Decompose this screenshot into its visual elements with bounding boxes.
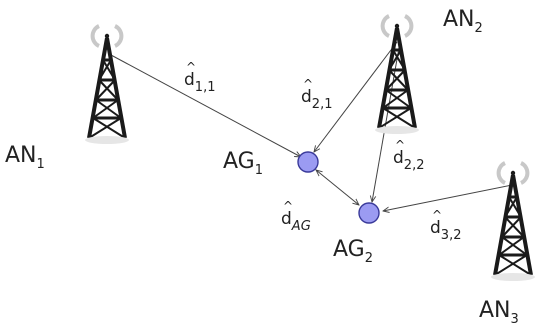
ag2-node: [358, 202, 380, 224]
distance-label-d32: d3,2 ^: [430, 208, 461, 243]
an1-tower-icon: [83, 24, 131, 146]
distance-label-d22: d2,2 ^: [393, 138, 424, 173]
svg-text:^: ^: [395, 138, 405, 152]
an2-tower-icon: [373, 14, 421, 136]
distance-label-d11: d1,1 ^: [184, 60, 215, 95]
ag2-label: AG2: [333, 237, 373, 266]
svg-text:d3,2: d3,2: [430, 218, 461, 243]
distance-label-dag: dAG ^: [281, 199, 311, 234]
ag1-label: AG1: [223, 149, 263, 178]
svg-text:d1,1: d1,1: [184, 70, 215, 95]
edge-an1-ag1: [110, 54, 301, 157]
edge-an3-ag2: [383, 184, 513, 211]
an3-tower-icon: [489, 161, 537, 283]
svg-text:dAG: dAG: [281, 209, 311, 234]
svg-text:^: ^: [283, 199, 293, 213]
distance-label-d21: d2,1 ^: [301, 77, 332, 112]
edge-ag1-ag2: [316, 170, 359, 205]
svg-text:^: ^: [432, 208, 442, 222]
edge-an2-ag1: [314, 41, 398, 152]
an3-label: AN3: [479, 298, 519, 327]
an1-label: AN1: [5, 143, 45, 172]
svg-text:d2,2: d2,2: [393, 148, 424, 173]
ag1-node: [297, 151, 319, 173]
svg-text:^: ^: [303, 77, 313, 91]
svg-text:d2,1: d2,1: [301, 87, 332, 112]
an2-label: AN2: [443, 7, 483, 36]
svg-text:^: ^: [186, 60, 196, 74]
edge-an2-ag2: [372, 41, 401, 202]
